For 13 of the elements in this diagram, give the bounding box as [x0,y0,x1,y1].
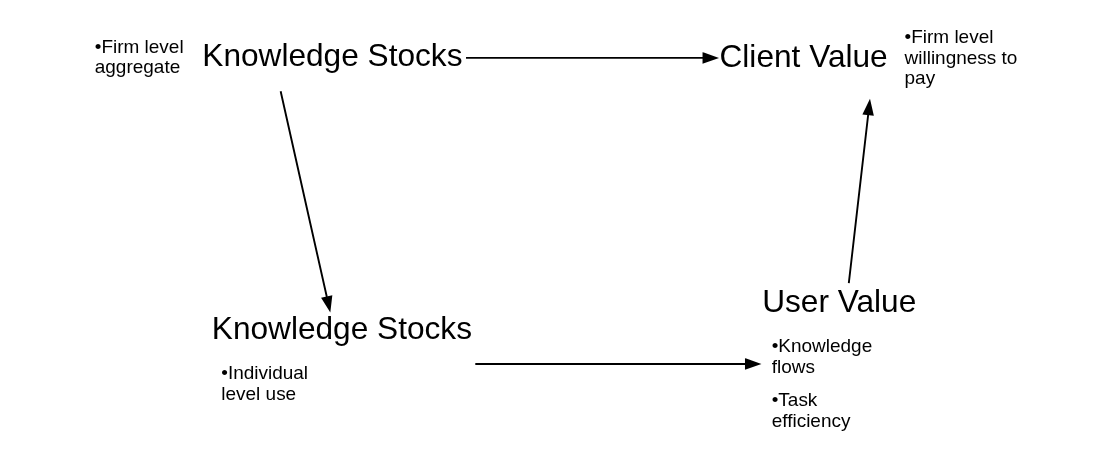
node-label: •Task efficiency [771,389,850,431]
node-text: Knowledge Stocks [211,309,472,346]
arrow [279,90,332,313]
arrow [847,98,874,285]
node-label: •Knowledge flows [771,335,872,377]
arrow [464,52,719,64]
node-text: User Value [761,282,916,319]
node-label: •Firm level aggregate [94,35,184,78]
node-label: •Firm level willingness to pay [904,26,1017,89]
node-text: Client Value [719,37,888,74]
arrow [473,358,761,370]
node-text: Knowledge Stocks [201,36,463,73]
node-label: •Individual level use [220,362,308,404]
